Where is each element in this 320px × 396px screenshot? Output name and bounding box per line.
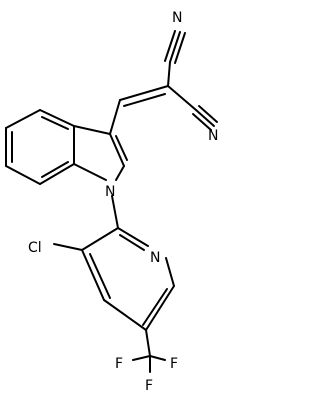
- indole-benzene-bonds: [5, 109, 75, 185]
- chlorine-label: Cl: [28, 240, 42, 256]
- pyridine-bonds: [53, 227, 175, 331]
- fluorine-right-label: F: [170, 356, 178, 372]
- indole-pyrrole-bonds: [73, 125, 128, 181]
- cf3-bonds: [132, 329, 166, 373]
- nitrile-bonds: [164, 30, 218, 131]
- atom-labels: N N N N Cl F F F: [28, 10, 218, 394]
- fluorine-left-label: F: [115, 356, 123, 372]
- pyridine-nitrogen-label: N: [150, 250, 160, 266]
- indole-nitrogen-label: N: [105, 184, 115, 200]
- nitrile-mid-nitrogen-label: N: [208, 128, 218, 144]
- fluorine-bottom-label: F: [145, 378, 153, 394]
- nitrile-top-nitrogen-label: N: [172, 10, 182, 26]
- n-aryl-bond: [111, 195, 119, 229]
- molecule-structure-diagram: N N N N Cl F F F: [5, 10, 218, 394]
- vinyl-bonds: [109, 85, 169, 135]
